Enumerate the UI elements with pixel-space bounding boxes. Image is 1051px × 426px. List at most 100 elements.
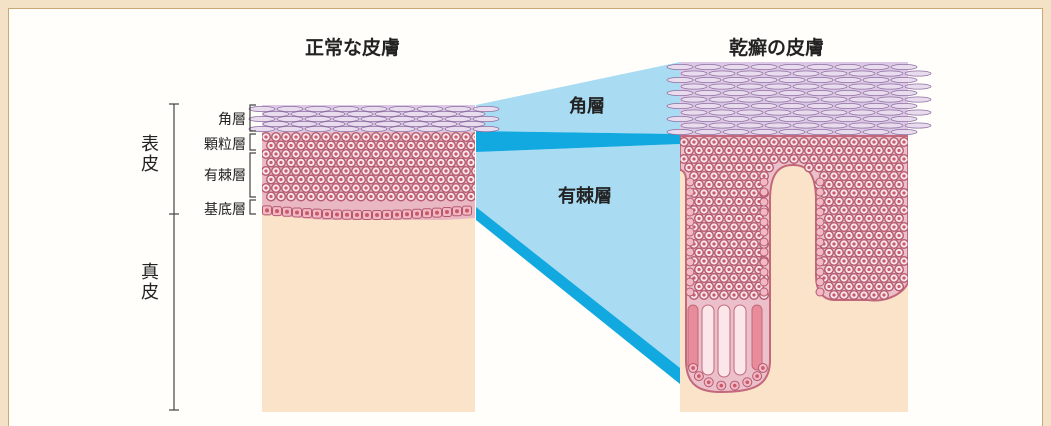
cell-nucleus [289,144,292,147]
cell-nucleus [842,191,845,194]
basal-cell [760,208,768,216]
cell-nucleus [857,285,860,288]
corneum-cell [905,123,931,128]
cell-nucleus [877,285,880,288]
cell-nucleus [439,144,442,147]
cell-nucleus [285,210,289,214]
basal-cell [816,268,824,276]
corneum-cell [709,71,735,76]
corneum-cell [737,84,763,89]
cell-nucleus [394,135,397,138]
cell-nucleus [314,169,317,172]
cell-nucleus [727,183,730,186]
cell-nucleus [742,191,745,194]
cell-nucleus [807,149,810,152]
cell-nucleus [857,200,860,203]
corneum-cell [863,77,889,82]
cell-nucleus [722,276,725,279]
cell-nucleus [712,208,715,211]
corneum-cell [835,64,861,69]
cell-nucleus [339,178,342,181]
corneum-cell [877,84,903,89]
cell-nucleus [409,161,412,164]
cell-nucleus [732,259,735,262]
corneum-cell [891,103,917,108]
cell-nucleus [279,161,282,164]
basal-cell [686,268,694,276]
cell-nucleus [454,186,457,189]
cell-nucleus [389,161,392,164]
cell-nucleus [747,268,750,271]
cell-nucleus [712,242,715,245]
corneum-cell [849,123,875,128]
cell-nucleus [394,169,397,172]
cell-nucleus [832,140,835,143]
cell-nucleus [887,217,890,220]
corneum-cell [807,129,833,134]
cell-nucleus [867,234,870,237]
cell-nucleus [349,161,352,164]
corneum-cell [417,106,443,111]
cell-nucleus [459,178,462,181]
cell-nucleus [837,166,840,169]
cell-nucleus [832,225,835,228]
cell-nucleus [742,140,745,143]
cell-nucleus [747,200,750,203]
cell-nucleus [732,225,735,228]
cell-nucleus [424,169,427,172]
cell-nucleus [842,276,845,279]
cell-nucleus [847,251,850,254]
cell-nucleus [304,152,307,155]
cell-nucleus [707,285,710,288]
cell-nucleus [369,144,372,147]
cell-nucleus [897,166,900,169]
cell-nucleus [405,212,409,216]
cell-nucleus [852,259,855,262]
corneum-cell [807,90,833,95]
cell-nucleus [707,217,710,220]
cell-nucleus [812,157,815,160]
cell-nucleus [837,234,840,237]
cell-nucleus [434,152,437,155]
cell-nucleus [334,169,337,172]
cell-nucleus [682,157,685,160]
basal-cell [760,248,768,256]
cell-nucleus [445,210,449,214]
cell-nucleus [269,161,272,164]
cell-nucleus [712,140,715,143]
cell-nucleus [469,178,472,181]
cell-nucleus [717,166,720,169]
cell-nucleus [374,135,377,138]
cell-nucleus [847,200,850,203]
corneum-cell [737,97,763,102]
cell-nucleus [309,161,312,164]
cell-nucleus [691,366,695,370]
cell-nucleus [772,157,775,160]
corneum-cell [891,77,917,82]
cell-nucleus [732,157,735,160]
basal-cell [760,188,768,196]
cell-nucleus [394,152,397,155]
corneum-cell [723,64,749,69]
cell-nucleus [892,242,895,245]
cell-nucleus [752,293,755,296]
cell-nucleus [872,140,875,143]
cell-nucleus [897,285,900,288]
corneum-cell [319,111,345,116]
cell-nucleus [832,208,835,211]
cell-nucleus [379,144,382,147]
cell-nucleus [274,135,277,138]
cell-nucleus [334,186,337,189]
corneum-cell [709,110,735,115]
cell-nucleus [712,191,715,194]
cell-nucleus [319,144,322,147]
cell-nucleus [459,195,462,198]
cell-nucleus [897,217,900,220]
cell-nucleus [827,268,830,271]
cell-nucleus [842,208,845,211]
corneum-cell [709,123,735,128]
cell-nucleus [847,234,850,237]
cell-nucleus [314,135,317,138]
corneum-cell [807,103,833,108]
corneum-cell [765,97,791,102]
